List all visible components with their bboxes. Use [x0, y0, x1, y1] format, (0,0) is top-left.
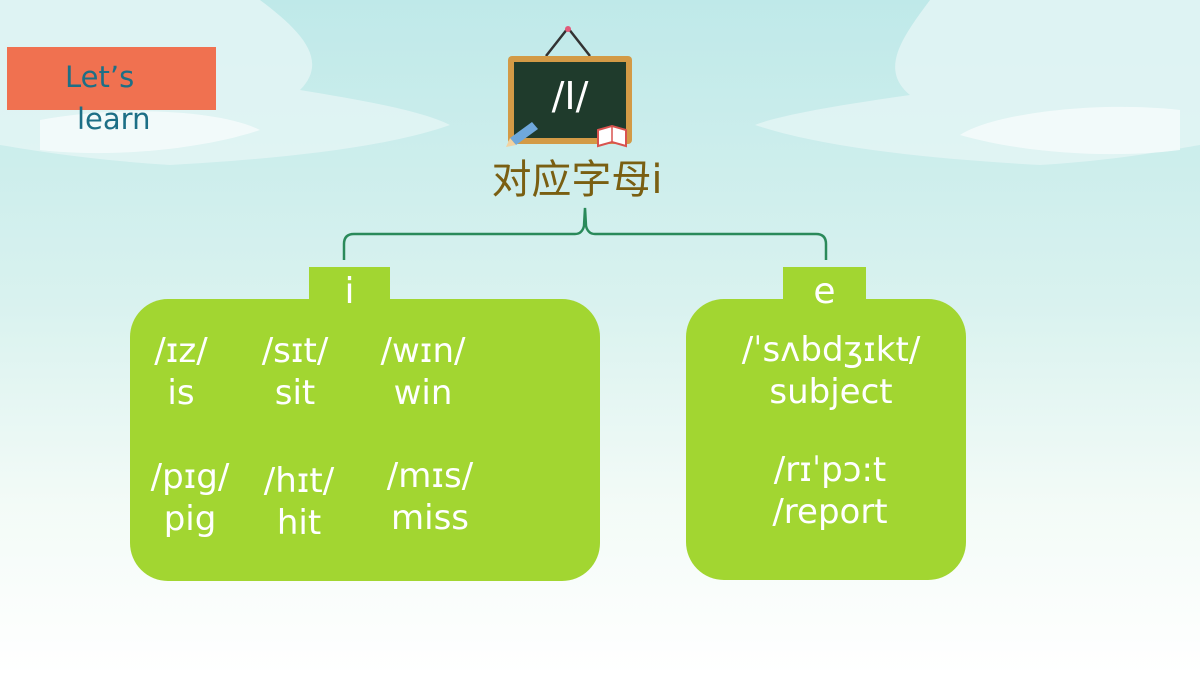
- letter-i-tab: i: [309, 267, 390, 317]
- phonetic-label: /mɪs/: [386, 456, 474, 496]
- word-label: win: [393, 373, 453, 413]
- tag-line-1: Let’s: [65, 60, 135, 94]
- word-card: /wɪn/ win: [368, 330, 478, 414]
- word-card: /rɪˈpɔ:t /report: [740, 449, 920, 533]
- phonetic-label: /sɪt/: [261, 331, 329, 371]
- word-label: hit: [276, 503, 322, 543]
- board-symbol: /I/: [551, 74, 589, 118]
- word-card: /sɪt/ sit: [254, 330, 336, 414]
- phonetic-label: /pɪg/: [150, 457, 230, 497]
- word-card: /hɪt/ hit: [256, 460, 342, 544]
- phonetic-label: /wɪn/: [380, 331, 466, 371]
- chalkboard-icon: [506, 26, 632, 148]
- word-label: miss: [391, 498, 469, 538]
- phonetic-label: /rɪˈpɔ:t: [773, 450, 887, 490]
- letter-e-box: [686, 299, 966, 580]
- word-card: /ˈsʌbdʒɪkt/ subject: [716, 329, 946, 413]
- page-title: 对应字母i: [491, 157, 663, 203]
- cloud-decoration: [0, 0, 1200, 165]
- phonetic-label: /ɪz/: [154, 331, 208, 371]
- word-card: /mɪs/ miss: [378, 455, 482, 539]
- word-card: /ɪz/ is: [148, 330, 214, 414]
- pencil-icon: [506, 122, 538, 147]
- letter-e-tab: e: [783, 267, 866, 317]
- book-icon: [597, 124, 627, 148]
- lets-learn-tag: Let’s learn: [7, 47, 216, 136]
- word-label: /report: [772, 492, 888, 532]
- letter-i-box: [130, 299, 600, 581]
- branch-bracket: [342, 207, 828, 260]
- word-label: sit: [274, 373, 316, 413]
- tag-line-2: learn: [77, 102, 151, 136]
- phonetic-label: /hɪt/: [263, 461, 335, 501]
- word-label: subject: [769, 372, 893, 412]
- word-card: /pɪg/ pig: [142, 456, 238, 540]
- word-label: is: [167, 373, 195, 413]
- word-label: pig: [163, 499, 217, 539]
- phonetic-label: /ˈsʌbdʒɪkt/: [741, 330, 921, 370]
